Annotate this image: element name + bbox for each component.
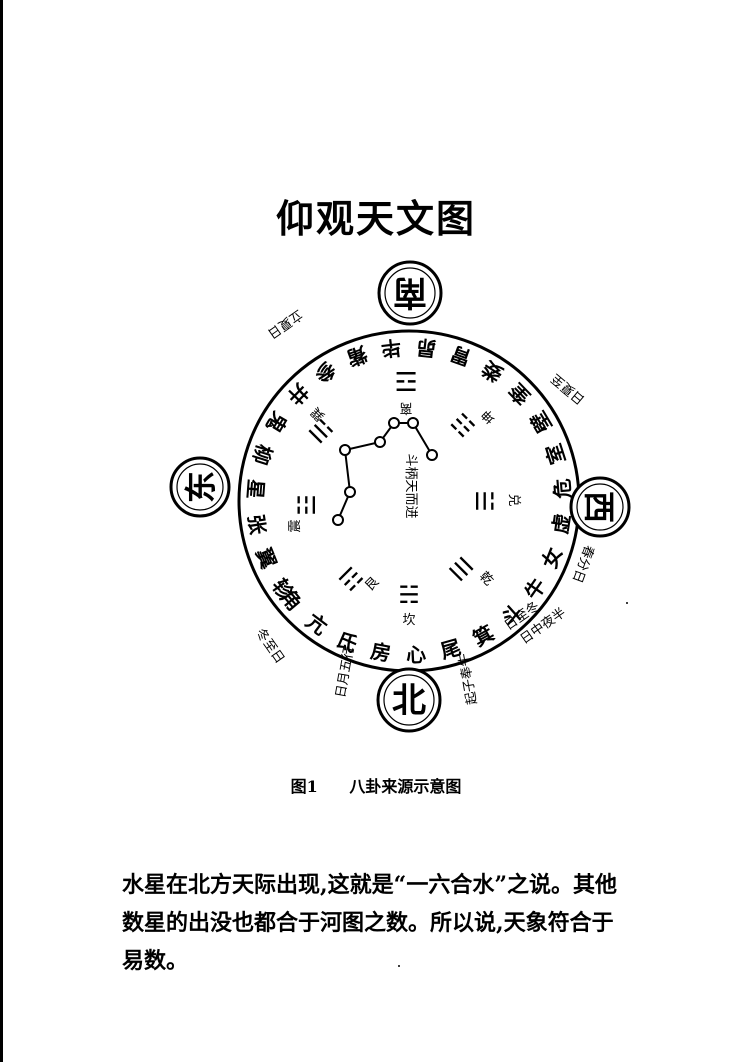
note-top-left: 立夏日 bbox=[264, 306, 305, 341]
note-bottom-left: 日月五行 bbox=[334, 645, 358, 699]
mansion-label: 室 bbox=[541, 441, 570, 467]
dipper-constellation bbox=[332, 417, 438, 526]
center-char: 而 bbox=[403, 492, 418, 505]
trigram-dui: ☱ bbox=[470, 490, 498, 512]
south-label: 南 bbox=[393, 272, 427, 312]
mansion-label: 昴 bbox=[415, 335, 438, 361]
west-label: 西 bbox=[580, 491, 618, 523]
center-char: 天 bbox=[403, 479, 418, 492]
stray-dot bbox=[398, 965, 400, 967]
mansion-label: 毕 bbox=[380, 335, 403, 361]
mansion-label: 翼 bbox=[251, 544, 281, 572]
trigram-dui-name: 兑 bbox=[506, 493, 521, 506]
body-line: 数星的出没也都合于河图之数。所以说,天象符合于 bbox=[122, 910, 614, 936]
center-char: 柄 bbox=[403, 466, 418, 479]
caption-text: 八卦来源示意图 bbox=[349, 777, 462, 796]
figure-caption: 图1 八卦来源示意图 bbox=[0, 773, 752, 797]
mansion-label: 女 bbox=[537, 544, 567, 571]
mansion-label: 危 bbox=[550, 478, 576, 500]
direction-west: 西 bbox=[569, 476, 631, 538]
body-paragraph: 水星在北方天际出现,这就是“一六合水”之说。其他 数星的出没也都合于河图之数。所… bbox=[122, 866, 707, 980]
body-line: 水星在北方天际出现,这就是“一六合水”之说。其他 bbox=[122, 872, 617, 898]
svg-text:☱: ☱ bbox=[470, 490, 498, 512]
svg-text:离: 离 bbox=[399, 400, 412, 416]
trigram-kun-name: 坤 bbox=[479, 406, 499, 426]
stray-dot bbox=[626, 602, 628, 604]
direction-south: 南 bbox=[377, 260, 443, 326]
trigram-zhen-name: 震 bbox=[288, 519, 303, 532]
trigram-gen-name: 艮 bbox=[362, 574, 382, 594]
caption-number: 图1 bbox=[290, 777, 318, 796]
trigram-kun: ☷ bbox=[446, 407, 481, 442]
svg-text:☶: ☶ bbox=[334, 562, 369, 597]
note-lower-left: 冬至日 bbox=[252, 625, 287, 666]
svg-text:☲: ☲ bbox=[394, 365, 417, 395]
mansion-label: 虚 bbox=[548, 512, 575, 535]
trigram-kan: ☵ 坎 bbox=[398, 581, 420, 628]
svg-text:☳: ☳ bbox=[293, 494, 321, 516]
mansion-label: 觜 bbox=[343, 341, 370, 370]
trigram-li: ☲ 离 bbox=[394, 365, 417, 416]
svg-text:☵: ☵ bbox=[398, 581, 420, 609]
mansion-label: 柳 bbox=[248, 441, 277, 467]
note-top-right: 日夏至 bbox=[549, 370, 589, 407]
page-title: 仰观天文图 bbox=[275, 196, 476, 241]
mansion-label: 张 bbox=[243, 513, 270, 537]
direction-east: 东 bbox=[169, 456, 231, 518]
center-char: 斗 bbox=[403, 453, 418, 466]
mansion-label: 星 bbox=[243, 478, 268, 500]
astronomy-diagram: 南 东 西 北 轸翼张星柳鬼井参觜毕昴胃娄奎壁室危虚女牛斗箕尾心房氐亢角 ☲ 离… bbox=[169, 260, 631, 733]
trigram-qian-name: 乾 bbox=[476, 569, 496, 589]
trigram-qian: ☰ bbox=[443, 552, 478, 587]
direction-north: 北 bbox=[376, 667, 442, 733]
svg-text:☰: ☰ bbox=[443, 552, 478, 587]
svg-text:☷: ☷ bbox=[446, 407, 481, 442]
east-label: 东 bbox=[182, 471, 220, 503]
mansion-label: 胃 bbox=[447, 341, 474, 370]
trigram-zhen: ☳ bbox=[293, 494, 321, 516]
mansion-label: 箕 bbox=[469, 620, 498, 651]
page-left-edge bbox=[0, 0, 3, 1062]
note-bottom-right: 起子奉牛 bbox=[457, 652, 481, 706]
mansion-label: 心 bbox=[405, 642, 426, 667]
north-label: 北 bbox=[392, 681, 426, 721]
trigram-gen: ☶ bbox=[334, 562, 369, 597]
svg-text:坎: 坎 bbox=[402, 613, 415, 628]
body-line: 易数。 bbox=[122, 948, 189, 974]
center-char: 进 bbox=[403, 505, 418, 518]
mansion-label: 房 bbox=[369, 639, 393, 666]
